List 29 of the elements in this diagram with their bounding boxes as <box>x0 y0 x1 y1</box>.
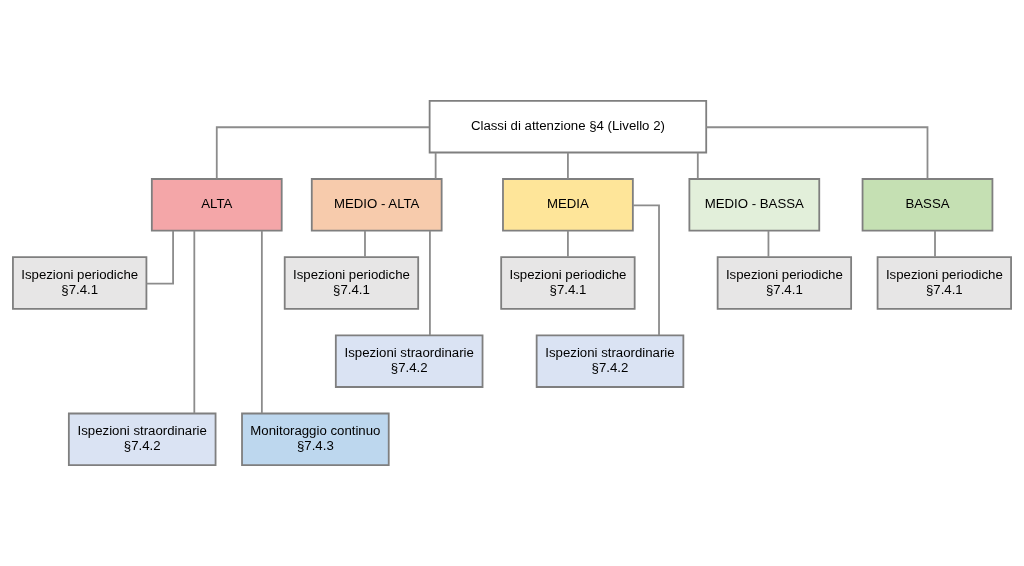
connector <box>767 229 770 258</box>
connector <box>567 151 569 180</box>
connector <box>215 126 431 180</box>
connector <box>632 204 660 336</box>
node-box: Ispezioni straordinarie §7.4.2 <box>535 334 685 388</box>
node-box: Ispezioni periodiche §7.4.1 <box>12 256 148 310</box>
connector <box>193 229 196 415</box>
connector <box>364 229 366 258</box>
node-box: Classi di attenzione §4 (Livello 2) <box>428 99 708 154</box>
node-box: Ispezioni periodiche §7.4.1 <box>283 256 420 310</box>
connector <box>696 151 699 180</box>
node-box: Ispezioni periodiche §7.4.1 <box>500 256 636 310</box>
connector <box>260 229 263 415</box>
node-box: Ispezioni straordinarie §7.4.2 <box>334 334 484 388</box>
connector <box>567 229 569 258</box>
node-box: MEDIO - ALTA <box>310 178 443 232</box>
node-box: MEDIA <box>502 178 634 232</box>
node-box: Ispezioni straordinarie §7.4.2 <box>67 412 217 467</box>
connector <box>434 151 437 180</box>
connector <box>934 229 936 258</box>
node-box: ALTA <box>150 178 283 232</box>
node-box: BASSA <box>861 178 994 232</box>
node-box: MEDIO - BASSA <box>688 178 821 232</box>
node-box: Ispezioni periodiche §7.4.1 <box>716 256 853 310</box>
node-box: Monitoraggio continuo §7.4.3 <box>241 412 390 467</box>
connector <box>145 230 174 285</box>
connector <box>429 230 431 336</box>
connector <box>705 126 929 180</box>
node-box: Ispezioni periodiche §7.4.1 <box>876 256 1012 310</box>
